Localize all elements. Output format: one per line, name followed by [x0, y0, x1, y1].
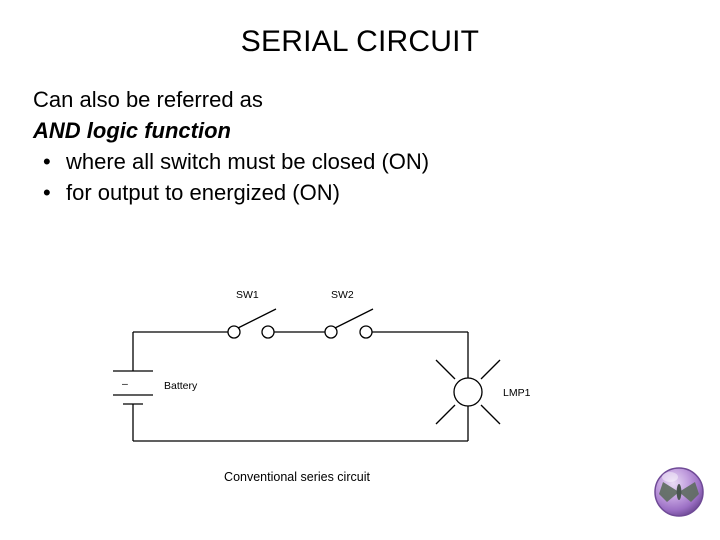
page-title: SERIAL CIRCUIT	[240, 25, 480, 58]
switch1-right-contact[interactable]	[261, 325, 275, 339]
lamp-ray-lower-left	[435, 404, 456, 425]
switch1-left-contact[interactable]	[227, 325, 241, 339]
bullet-item-2: • for output to energized (ON)	[33, 177, 673, 208]
logo-svg	[654, 467, 704, 517]
bullet-item-1-label: where all switch must be closed (ON)	[66, 149, 430, 174]
switch2-right-contact[interactable]	[359, 325, 373, 339]
lamp-ray-upper-left	[435, 359, 456, 380]
bullet-dot-icon: •	[43, 149, 51, 174]
switch2-label: SW2	[331, 289, 354, 301]
series-circuit-diagram: – Battery SW1 SW2 LMP1	[0, 278, 600, 498]
lamp-bulb	[453, 377, 483, 407]
lamp-ray-lower-right	[480, 404, 501, 425]
logo-wing-right	[679, 482, 699, 502]
switch1-lever[interactable]	[237, 308, 277, 329]
logo-highlight	[662, 472, 678, 482]
logo-wing-left	[659, 482, 679, 502]
butterfly-sphere-logo-icon	[645, 458, 713, 526]
figure-caption: Conventional series circuit	[224, 470, 370, 484]
bullet-dot-icon: •	[43, 180, 51, 205]
switch2-left-contact[interactable]	[324, 325, 338, 339]
bullet-item-1: • where all switch must be closed (ON)	[33, 146, 673, 177]
lamp-label: LMP1	[503, 387, 531, 399]
logo-body	[676, 484, 682, 500]
battery-label: Battery	[164, 380, 198, 392]
battery-polarity-label: –	[122, 378, 128, 390]
body-line-intro: Can also be referred as	[33, 87, 263, 112]
bullet-item-2-label: for output to energized (ON)	[66, 180, 340, 205]
switch2-lever[interactable]	[334, 308, 374, 329]
lamp-ray-upper-right	[480, 359, 501, 380]
body-line-emphasis: AND logic function	[33, 118, 231, 143]
switch1-label: SW1	[236, 289, 259, 301]
body-text-block: Can also be referred as AND logic functi…	[33, 84, 673, 208]
circuit-svg: – Battery SW1 SW2 LMP1	[113, 289, 531, 442]
